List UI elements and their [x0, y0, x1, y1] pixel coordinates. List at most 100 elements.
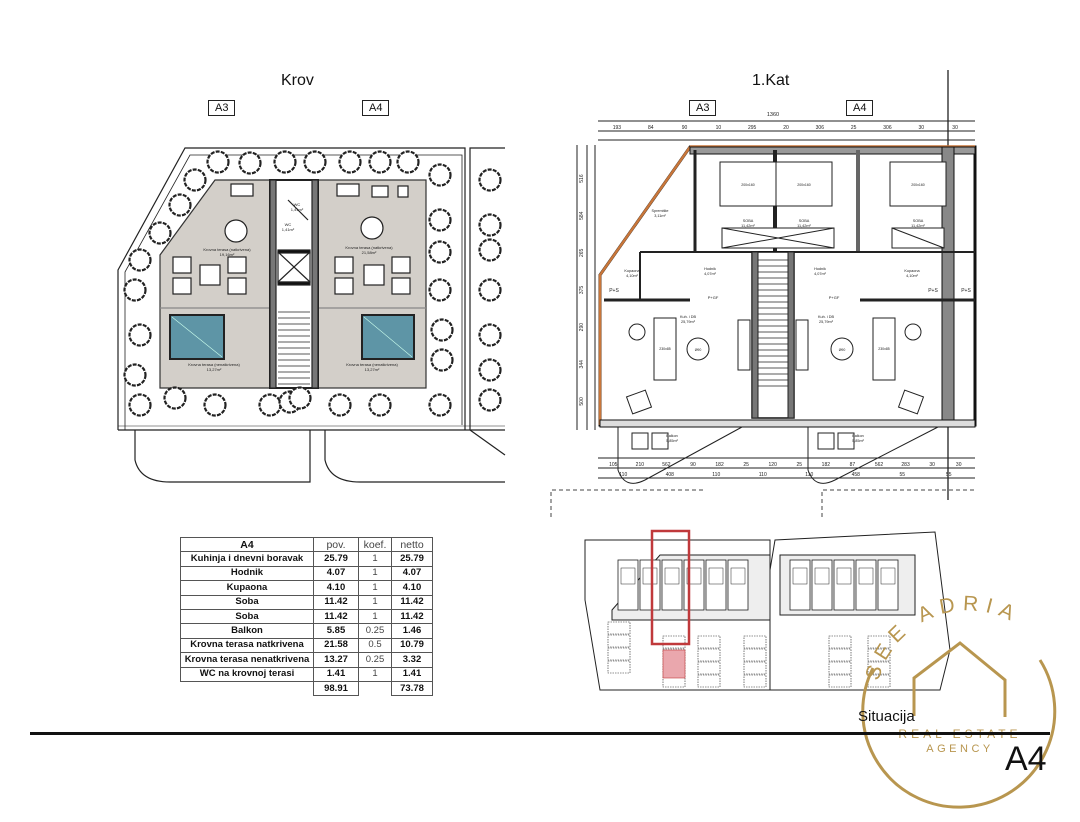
room-label: Balkon	[666, 434, 678, 438]
site-unit-room	[664, 567, 680, 585]
room-area: 11,42m²	[911, 224, 925, 228]
site-unit-room	[858, 567, 874, 585]
room-area: 5,85m²	[666, 439, 679, 443]
parking-space	[828, 648, 852, 662]
room-name: Soba	[180, 594, 314, 610]
room-name: Balkon	[180, 623, 314, 639]
dimension-label: 306	[816, 125, 825, 131]
dimension-label: 562	[875, 462, 884, 468]
dimension-label: 290	[579, 323, 585, 332]
roof-staircase	[278, 311, 310, 385]
dimension-label: 55	[899, 472, 905, 478]
site-unit-room	[686, 567, 702, 585]
dimension-label: 458	[852, 472, 861, 478]
tree-icon	[258, 393, 282, 417]
room-label: Krovna terasa (natkrivena)	[345, 245, 393, 250]
totals-coef	[358, 681, 392, 696]
room-net: 3.32	[391, 652, 433, 668]
room-coef: 0.25	[358, 652, 392, 668]
parking-space	[697, 674, 721, 688]
tree-icon	[303, 150, 327, 174]
tree-icon	[128, 248, 152, 272]
room-net: 4.07	[391, 565, 433, 582]
parking-space	[867, 648, 891, 662]
room-name: Kupaona	[180, 580, 314, 596]
room-area: 4,07m²	[704, 272, 717, 276]
tree-icon	[368, 393, 392, 417]
highlight-parking	[662, 649, 686, 679]
dimension-label: 120	[769, 462, 778, 468]
tree-icon	[338, 150, 362, 174]
total-net: 73.78	[391, 680, 433, 697]
site-unit	[855, 559, 877, 611]
dimension-label: 25	[797, 462, 803, 468]
tree-icon	[478, 388, 502, 412]
parking-space	[743, 648, 767, 662]
svg-text:19,16m²: 19,16m²	[220, 252, 235, 257]
room-label: Hodnik	[704, 267, 716, 271]
ps-label: P+S	[609, 288, 619, 294]
dimension-label: 344	[579, 360, 585, 369]
tree-icon	[273, 150, 297, 174]
site-unit-room	[708, 567, 724, 585]
site-unit-room	[880, 567, 896, 585]
room-coef: 1	[358, 551, 392, 567]
totals-label	[181, 681, 314, 695]
house-icon	[912, 641, 1007, 717]
sheet-label: A4	[1005, 740, 1047, 778]
dimension-label: 283	[901, 462, 910, 468]
tree-icon	[430, 318, 454, 342]
room-area: 13,27m²	[207, 367, 222, 372]
site-unit-room	[730, 567, 746, 585]
dimension-label: 110	[712, 472, 720, 478]
room-coef: 1	[358, 580, 392, 596]
dimension-label: 110	[759, 472, 767, 478]
room-label: SOBA	[913, 219, 924, 223]
room-area: 21.58	[313, 637, 359, 654]
room-area: 5.85	[313, 623, 359, 639]
parking-space	[867, 635, 891, 649]
room-area: 25,79m²	[681, 320, 696, 324]
logo-circle	[861, 659, 1057, 809]
svg-text:Krovna terasa (natkrivena): Krovna terasa (natkrivena)	[345, 245, 393, 250]
svg-text:21,58m²: 21,58m²	[362, 250, 377, 255]
parking-space	[697, 635, 721, 649]
tree-icon	[428, 240, 452, 264]
svg-text:WC: WC	[285, 222, 292, 227]
dimension-label: 584	[579, 211, 585, 220]
room-net: 1.46	[391, 623, 433, 639]
room-label: Spremište	[651, 209, 668, 213]
terrace-outline-left	[134, 430, 311, 483]
tree-icon	[128, 323, 152, 347]
parking-space	[743, 661, 767, 675]
tree-icon	[328, 393, 352, 417]
dimension-label: 30	[952, 125, 958, 131]
site-unit-room	[836, 567, 852, 585]
dimension-label: 500	[579, 397, 585, 406]
dimension-label: 30	[929, 462, 935, 468]
sofa-label: 230x85	[659, 347, 671, 351]
site-unit	[877, 559, 899, 611]
room-name: Soba	[180, 608, 314, 625]
roof-room-labels: Krovna terasa (natkrivena) 19,16m² Krovn…	[188, 202, 398, 372]
tree-icon	[428, 163, 452, 187]
room-area: 11.42	[313, 608, 359, 625]
tree-icon	[163, 386, 187, 410]
header-area: pov.	[313, 536, 359, 553]
svg-text:13,27m²: 13,27m²	[365, 367, 380, 372]
roof-plot-boundary	[117, 147, 466, 430]
dimension-label: 84	[648, 125, 654, 131]
room-coef: 0.5	[358, 637, 392, 654]
room-label: Kupaona	[904, 269, 920, 273]
tree-icon	[288, 386, 312, 410]
unit-tag-a3-floor: A3	[689, 100, 717, 116]
parking-space	[607, 647, 631, 661]
tree-icon	[428, 278, 452, 302]
room-name: Krovna terasa natkrivena	[180, 637, 314, 654]
